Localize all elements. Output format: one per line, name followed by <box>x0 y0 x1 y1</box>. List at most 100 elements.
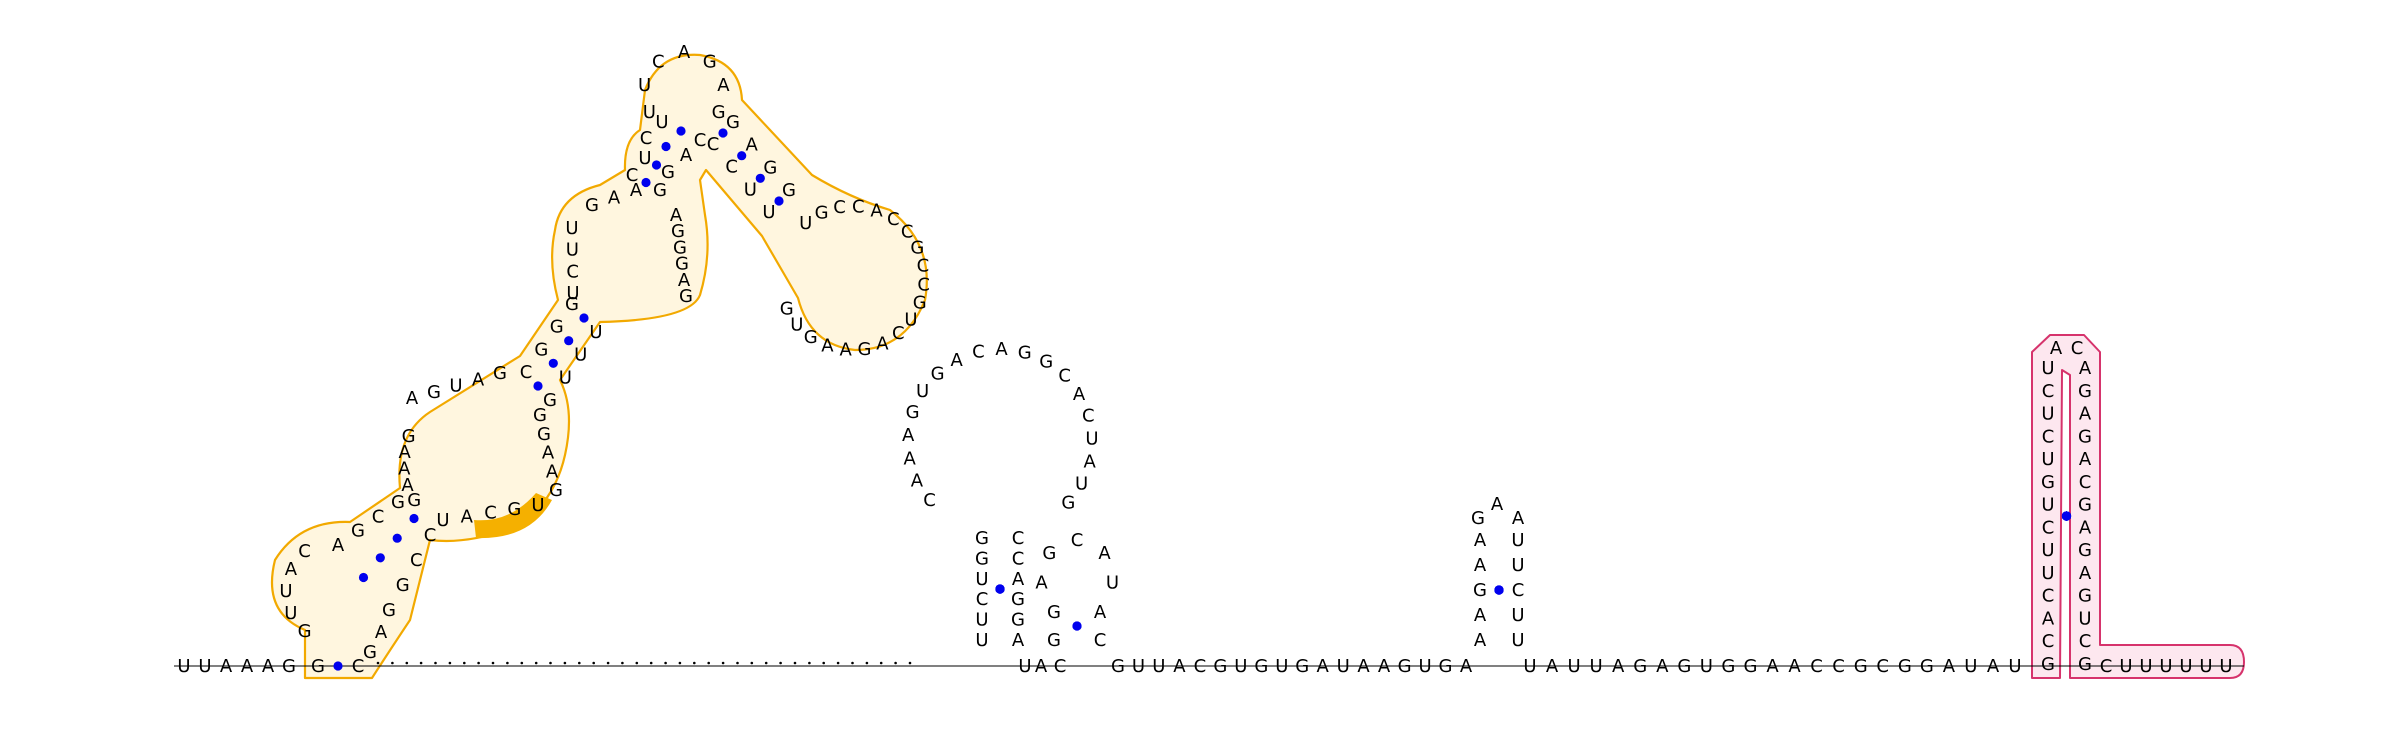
nucleotide-74: A <box>746 135 759 156</box>
nucleotide-146: G <box>1042 543 1056 564</box>
nucleotide-28: G <box>427 382 441 403</box>
nucleotide-204: G <box>2041 654 2055 675</box>
base-pair-dot-43 <box>2061 511 2072 521</box>
nucleotide-25: A <box>401 475 414 496</box>
nucleotide-36: G <box>543 390 557 411</box>
nucleotide-77: C <box>707 134 720 155</box>
nucleotide-149: U <box>1106 572 1119 593</box>
nucleotide-54: G <box>671 221 685 242</box>
nucleotide-214: C <box>2042 426 2055 447</box>
nucleotide-88: G <box>910 238 924 259</box>
nucleotide-19: C <box>484 503 497 524</box>
nucleotide-212: G <box>2041 472 2055 493</box>
nucleotide-166: G <box>1439 656 1453 677</box>
nucleotide-114: C <box>1012 548 1025 569</box>
nucleotide-101: U <box>177 656 190 677</box>
nucleotide-143: A <box>1094 602 1107 623</box>
nucleotide-126: A <box>951 350 964 371</box>
nucleotide-95: G <box>858 339 872 360</box>
nucleotide-220: A <box>2079 404 2092 425</box>
nucleotide-171: A <box>1474 555 1487 576</box>
base-pair-dot-8 <box>579 313 589 323</box>
nucleotide-56: G <box>675 254 689 275</box>
gap-dot-4 <box>434 661 437 665</box>
nucleotide-0: G <box>311 656 325 677</box>
nucleotide-190: G <box>1721 656 1735 677</box>
nucleotide-40: G <box>533 405 547 426</box>
nucleotide-29: U <box>449 376 462 397</box>
nucleotide-142: G <box>1047 602 1061 623</box>
nucleotide-200: A <box>1943 656 1956 677</box>
gap-dot-31 <box>822 661 825 665</box>
nucleotide-1: C <box>352 656 365 677</box>
nucleotide-160: A <box>1317 656 1330 677</box>
nucleotide-163: A <box>1378 656 1391 677</box>
nucleotide-98: G <box>804 327 818 348</box>
gap-dot-22 <box>693 661 696 665</box>
base-pair-dot-1 <box>358 572 369 583</box>
nucleotide-91: G <box>913 293 927 314</box>
gap-dot-24 <box>721 661 725 665</box>
nucleotide-231: G <box>2078 654 2092 675</box>
nucleotide-193: A <box>1788 656 1801 677</box>
nucleotide-120: A <box>911 471 924 492</box>
nucleotide-109: C <box>976 589 989 610</box>
nucleotide-60: A <box>608 188 621 209</box>
base-pair-dot-6 <box>548 358 558 368</box>
gap-dot-19 <box>649 661 653 665</box>
nucleotide-15: G <box>363 642 377 663</box>
nucleotide-229: U <box>2078 609 2091 630</box>
nucleotide-90: C <box>917 274 930 295</box>
gap-dot-36 <box>894 661 897 665</box>
gap-dot-27 <box>764 661 768 665</box>
nucleotide-150: G <box>1111 656 1125 677</box>
nucleotide-4: U <box>279 581 292 602</box>
nucleotide-123: G <box>906 402 920 423</box>
nucleotide-133: C <box>1082 405 1095 426</box>
nucleotide-79: U <box>744 179 757 200</box>
domain-highlight-orange <box>270 53 928 680</box>
nucleotide-115: A <box>1012 569 1025 590</box>
gap-dot-10 <box>520 661 524 665</box>
nucleotide-225: A <box>2079 517 2092 538</box>
nucleotide-145: A <box>1035 572 1048 593</box>
nucleotide-119: C <box>923 490 936 511</box>
nucleotide-164: G <box>1398 656 1412 677</box>
nucleotide-179: A <box>1491 494 1504 515</box>
nucleotide-97: A <box>821 336 834 357</box>
gap-dot-16 <box>606 661 610 665</box>
gap-dot-20 <box>664 661 667 665</box>
nucleotide-159: G <box>1295 656 1309 677</box>
nucleotide-203: U <box>2008 656 2021 677</box>
nucleotide-232: A <box>2050 338 2063 359</box>
nucleotide-170: G <box>1473 580 1487 601</box>
nucleotide-45: U <box>566 283 579 304</box>
base-pair-dot-15 <box>755 173 765 183</box>
nucleotide-185: A <box>1612 656 1625 677</box>
nucleotide-154: C <box>1194 656 1207 677</box>
base-pair-dot-2 <box>375 553 385 563</box>
nucleotide-70: G <box>703 51 717 72</box>
nucleotide-239: U <box>2199 656 2212 677</box>
nucleotide-183: U <box>1568 656 1581 677</box>
nucleotide-75: G <box>763 157 777 178</box>
nucleotide-208: U <box>2041 563 2054 584</box>
nucleotide-44: G <box>549 480 563 501</box>
nucleotide-58: G <box>679 286 693 307</box>
nucleotide-9: C <box>372 506 385 527</box>
nucleotide-105: A <box>262 656 275 677</box>
nucleotide-116: G <box>1011 589 1025 610</box>
nucleotide-165: U <box>1419 656 1432 677</box>
nucleotide-201: U <box>1964 656 1977 677</box>
base-pair-dot-13 <box>718 128 728 138</box>
nucleotide-52: G <box>653 180 667 201</box>
nucleotide-147: C <box>1071 530 1084 551</box>
nucleotide-198: G <box>1898 656 1912 677</box>
highlight-segment-orange <box>474 493 552 539</box>
nucleotide-152: U <box>1152 656 1165 677</box>
nucleotide-206: A <box>2042 609 2055 630</box>
terminator-highlight-pink <box>2031 334 2245 679</box>
nucleotide-173: U <box>1511 530 1524 551</box>
nucleotide-67: U <box>638 75 651 96</box>
